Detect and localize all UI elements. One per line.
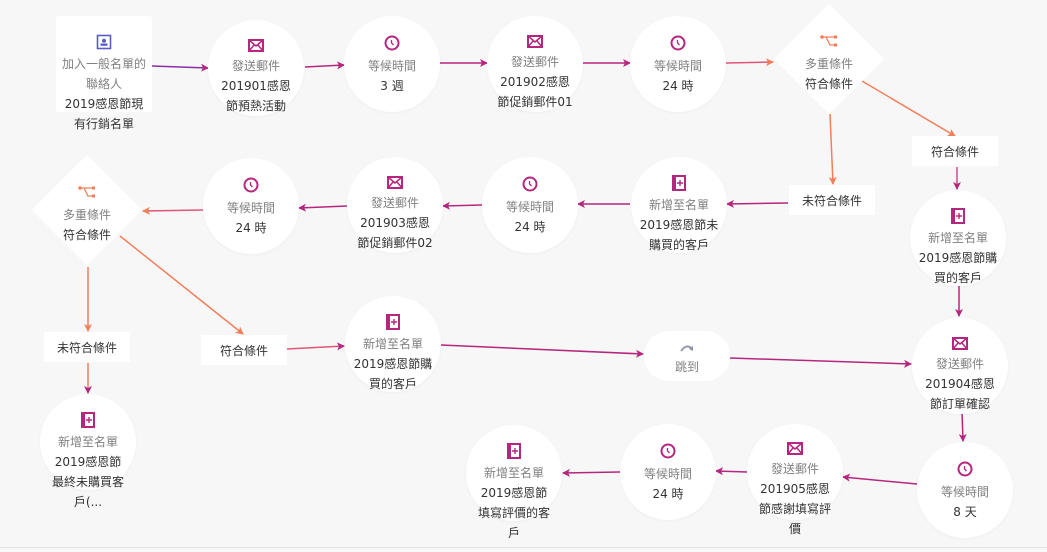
edge-no-listnotpurchased	[726, 199, 789, 208]
node-title: 等候時間	[367, 59, 416, 73]
edge-branch1-no	[828, 113, 837, 185]
node-add-list-purchased-2[interactable]: 新增至名單 2019感恩節購買的客戶	[345, 296, 441, 392]
node-wait-24h-1[interactable]: 等候時間 24 時	[630, 16, 726, 112]
node-multi-condition-2[interactable]: 多重條件 符合條件	[31, 154, 143, 266]
envelope-icon	[786, 442, 804, 455]
edge-wait6-listreview	[562, 468, 621, 477]
node-add-list-purchased-1[interactable]: 新增至名單 2019感恩節購買的客戶	[910, 190, 1006, 286]
node-subtitle: 符合條件	[62, 228, 111, 242]
node-subtitle: 2019感恩節最終未購買客戶(...	[51, 455, 124, 509]
node-email-201901[interactable]: 發送郵件 201901感恩節預熱活動	[208, 20, 304, 116]
edge-email5-wait6	[715, 467, 748, 476]
node-email-201902[interactable]: 發送郵件 201902感恩節促銷郵件01	[487, 16, 583, 112]
clock-icon	[956, 460, 974, 478]
node-email-201905[interactable]: 發送郵件 201905感恩節感謝填寫評價	[747, 424, 843, 536]
node-title: 新增至名單	[362, 337, 423, 351]
node-subtitle: 201905感恩節感謝填寫評價	[758, 482, 831, 536]
node-title: 發送郵件	[510, 55, 559, 69]
add-to-list-icon	[949, 208, 967, 224]
edge-jump-email4	[729, 357, 912, 368]
envelope-icon	[526, 34, 544, 48]
edge-email3-wait4	[298, 203, 348, 212]
add-to-list-icon	[670, 175, 688, 191]
edge-email4-wait5	[958, 411, 967, 442]
node-subtitle: 201901感恩節預熱活動	[221, 79, 291, 113]
branch-icon	[820, 32, 838, 50]
clock-icon	[521, 175, 539, 193]
envelope-icon	[247, 38, 265, 52]
add-to-list-icon	[384, 314, 402, 330]
node-jump[interactable]: 跳到	[644, 331, 730, 381]
node-title: 加入一般名單的聯絡人	[62, 57, 147, 91]
node-title: 發送郵件	[370, 196, 419, 210]
edge-email1-wait1	[304, 61, 345, 70]
branch-icon	[78, 183, 96, 201]
node-subtitle: 24 時	[652, 487, 684, 501]
node-title: 跳到	[674, 360, 699, 374]
edge-yes2-listpurchased2	[286, 342, 345, 351]
node-subtitle: 201902感恩節促銷郵件01	[497, 75, 573, 109]
node-title: 發送郵件	[935, 357, 984, 371]
node-subtitle: 24 時	[235, 221, 267, 235]
node-subtitle: 符合條件	[804, 77, 853, 91]
node-wait-24h-4[interactable]: 等候時間 24 時	[620, 424, 716, 520]
node-title: 多重條件	[804, 57, 853, 71]
node-title: 發送郵件	[231, 59, 280, 73]
clock-icon	[242, 176, 260, 194]
node-add-list-final-not-purchased[interactable]: 新增至名單 2019感恩節最終未購買客戶(...	[40, 394, 136, 509]
node-wait-24h-2[interactable]: 等候時間 24 時	[482, 157, 578, 253]
clock-icon	[659, 442, 677, 460]
node-title: 等候時間	[505, 200, 554, 214]
branch-label-no-match-2[interactable]: 未符合條件	[44, 332, 130, 362]
node-subtitle: 24 時	[662, 79, 694, 93]
node-subtitle: 201904感恩節訂單確認	[925, 377, 995, 411]
node-wait-3weeks[interactable]: 等候時間 3 週	[344, 16, 440, 112]
edge-listpurchased2-jump	[440, 344, 644, 358]
node-title: 發送郵件	[770, 462, 819, 476]
node-email-201903[interactable]: 發送郵件 201903感恩節促銷郵件02	[347, 157, 443, 253]
node-subtitle: 8 天	[953, 505, 977, 519]
envelope-icon	[951, 336, 969, 350]
add-to-list-icon	[505, 443, 523, 459]
node-add-list-not-purchased[interactable]: 新增至名單 2019感恩節未購買的客戶	[631, 157, 727, 253]
node-title: 等候時間	[653, 59, 702, 73]
node-title: 新增至名單	[648, 198, 709, 212]
node-title: 等候時間	[940, 485, 989, 499]
node-wait-24h-3[interactable]: 等候時間 24 時	[203, 158, 299, 254]
edge-wait2-branch1	[725, 58, 774, 67]
branch-label-match-2[interactable]: 符合條件	[201, 335, 287, 365]
edge-start-email1	[151, 63, 209, 72]
node-title: 新增至名單	[927, 231, 988, 245]
node-email-201904[interactable]: 發送郵件 201904感恩節訂單確認	[912, 318, 1008, 414]
node-subtitle: 2019感恩節未購買的客戶	[639, 218, 719, 252]
clock-icon	[669, 34, 687, 52]
node-add-list-reviewers[interactable]: 新增至名單 2019感恩節填寫評價的客戶	[466, 425, 562, 540]
node-multi-condition-1[interactable]: 多重條件 符合條件	[773, 3, 885, 115]
node-title: 等候時間	[643, 467, 692, 481]
node-subtitle: 2019感恩節現有行銷名單	[64, 97, 144, 131]
node-subtitle: 2019感恩節購買的客戶	[918, 251, 998, 285]
node-title: 新增至名單	[57, 435, 118, 449]
node-subtitle: 24 時	[514, 220, 546, 234]
branch-label-no-match[interactable]: 未符合條件	[789, 185, 875, 215]
node-subtitle: 3 週	[380, 79, 404, 93]
node-wait-8days[interactable]: 等候時間 8 天	[917, 442, 1013, 538]
node-title: 等候時間	[226, 201, 275, 215]
node-title: 多重條件	[62, 208, 111, 222]
jump-arrow-icon	[678, 339, 696, 357]
add-to-list-icon	[79, 412, 97, 428]
envelope-icon	[386, 175, 404, 189]
node-title: 新增至名單	[483, 466, 544, 480]
edge-wait5-email5	[842, 473, 918, 485]
node-subtitle: 2019感恩節填寫評價的客戶	[477, 486, 550, 540]
clock-icon	[383, 34, 401, 52]
edge-wait4-branch2	[142, 206, 204, 215]
node-subtitle: 201903感恩節促銷郵件02	[357, 216, 433, 250]
contact-card-icon	[95, 34, 113, 50]
node-start-contacts[interactable]: 加入一般名單的聯絡人 2019感恩節現有行銷名單	[56, 16, 152, 131]
branch-label-match[interactable]: 符合條件	[912, 136, 998, 166]
node-subtitle: 2019感恩節購買的客戶	[353, 357, 433, 391]
edge-wait3-email3	[442, 201, 483, 210]
canvas-bottom-border	[0, 547, 1047, 548]
